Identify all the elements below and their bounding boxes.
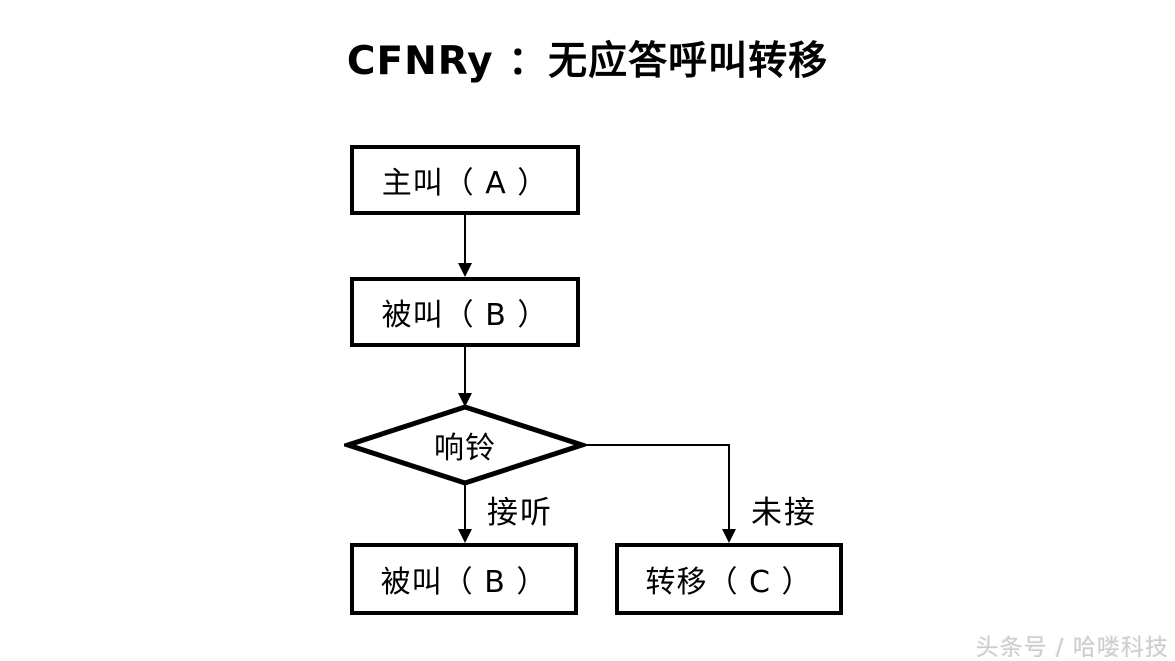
connector-ringing-to-answered (464, 483, 466, 531)
node-forwarded-c-label: 转移（ C ） (645, 565, 813, 600)
node-answered-b: 被叫（ B ） (350, 543, 578, 615)
node-ringing-label: 响铃 (434, 431, 496, 466)
arrow-down-icon (458, 529, 472, 543)
edge-label-no-answer: 未接 (751, 495, 817, 531)
node-caller-a-label: 主叫（ A ） (381, 166, 549, 201)
node-answered-b-label: 被叫（ B ） (380, 565, 548, 600)
connector-a-to-b (464, 215, 466, 265)
edge-label-answer: 接听 (487, 495, 553, 531)
node-caller-a: 主叫（ A ） (350, 145, 580, 215)
node-called-b: 被叫（ B ） (350, 277, 580, 347)
arrow-down-icon (458, 393, 472, 407)
connector-down-to-forward (728, 444, 730, 531)
node-forwarded-c: 转移（ C ） (615, 543, 843, 615)
watermark: 头条号 / 哈喽科技 (975, 635, 1169, 661)
node-ringing-decision: 响铃 (344, 403, 586, 487)
node-called-b-label: 被叫（ B ） (381, 298, 549, 333)
connector-ringing-right (582, 444, 729, 446)
connector-b-to-ringing (464, 347, 466, 395)
arrow-down-icon (458, 263, 472, 277)
diagram-title: CFNRy ：无应答呼叫转移 (346, 39, 829, 84)
arrow-down-icon (722, 529, 736, 543)
